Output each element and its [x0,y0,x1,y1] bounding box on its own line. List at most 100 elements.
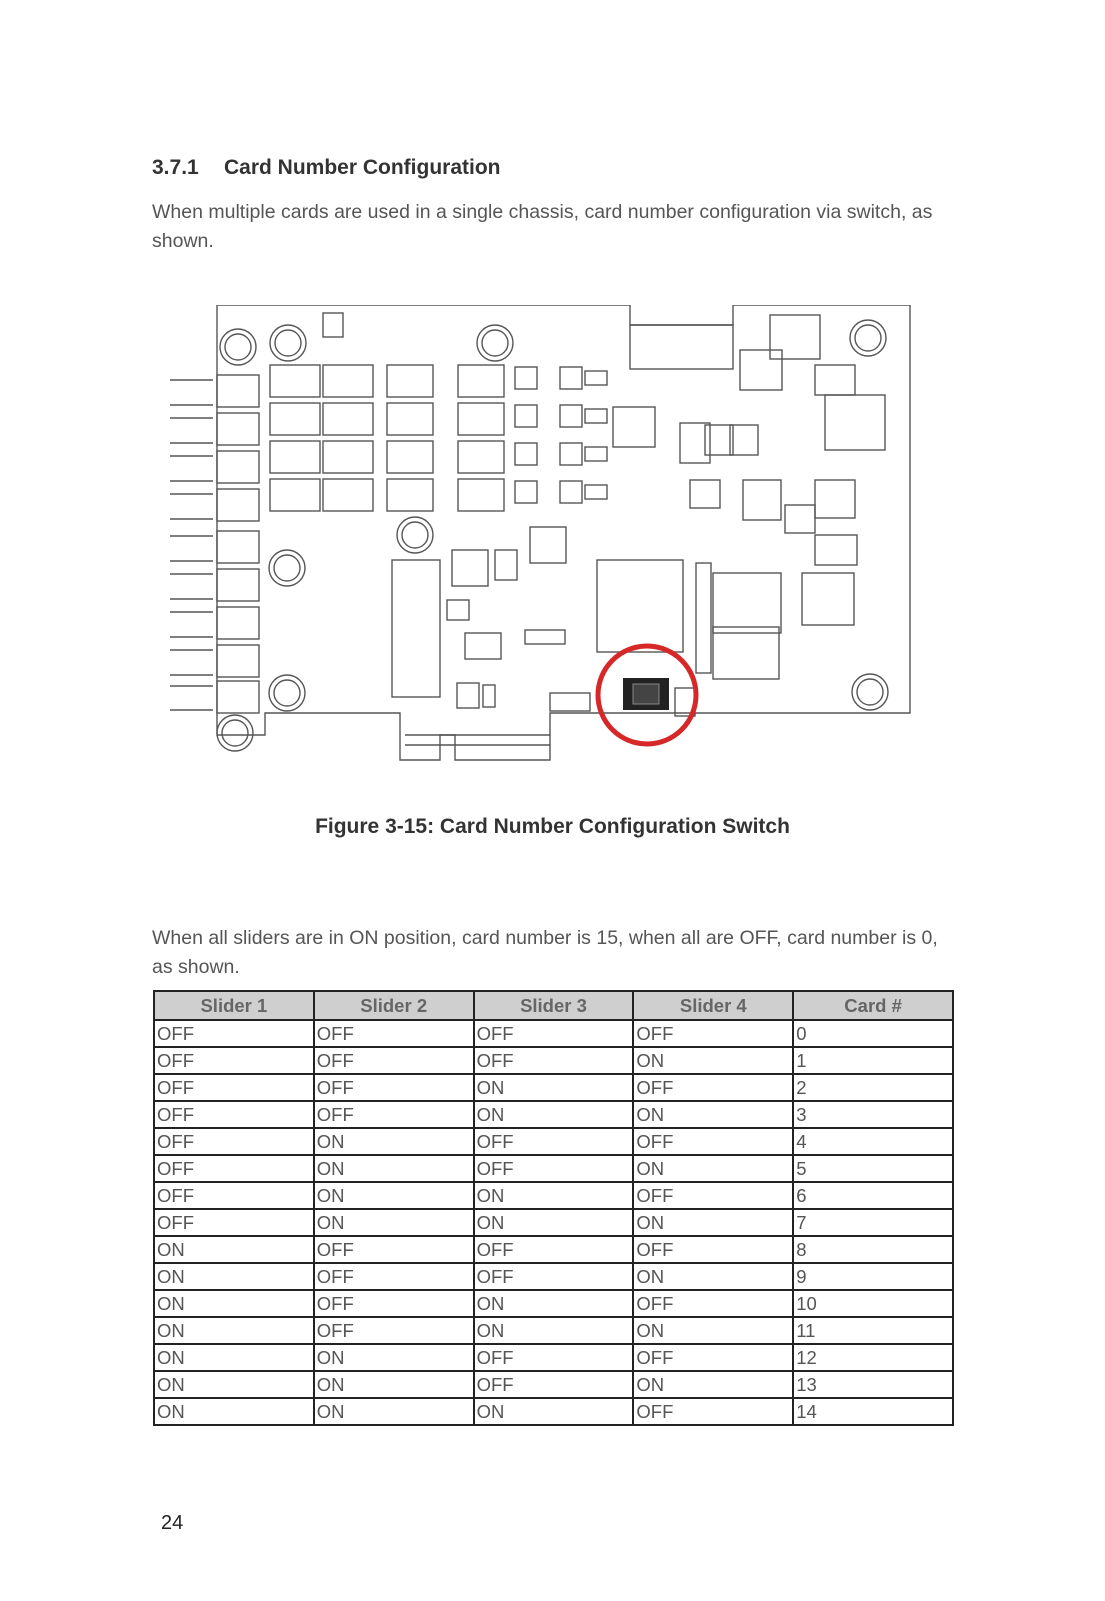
slider-1-cell: OFF [153,1100,315,1129]
slider-2-cell: ON [312,1127,475,1156]
card-number-cell: 11 [792,1316,954,1345]
page-number: 24 [161,1512,184,1534]
header-slider-4: Slider 4 [632,990,795,1021]
header-slider-1: Slider 1 [153,990,315,1021]
slider-2-cell: OFF [312,1235,475,1264]
slider-3-cell: OFF [472,1154,635,1183]
table-header-row: Slider 1 Slider 2 Slider 3 Slider 4 Card… [153,990,954,1021]
slider-2-cell: OFF [312,1046,475,1075]
slider-3-cell: OFF [472,1127,635,1156]
slider-3-cell: OFF [472,1019,635,1048]
card-number-cell: 4 [792,1127,954,1156]
slider-3-cell: OFF [472,1370,635,1399]
section-heading: 3.7.1 Card Number Configuration [152,156,501,180]
slider-2-cell: OFF [312,1289,475,1318]
slider-2-cell: ON [312,1181,475,1210]
card-number-cell: 9 [792,1262,954,1291]
slider-2-cell: OFF [312,1100,475,1129]
slider-3-cell: ON [472,1100,635,1129]
slider-1-cell: ON [153,1397,315,1426]
slider-3-cell: ON [472,1316,635,1345]
slider-4-cell: ON [632,1154,795,1183]
slider-1-cell: ON [153,1316,315,1345]
slider-1-cell: OFF [153,1154,315,1183]
slider-2-cell: ON [312,1397,475,1426]
slider-3-cell: ON [472,1181,635,1210]
card-number-cell: 6 [792,1181,954,1210]
slider-4-cell: OFF [632,1019,795,1048]
slider-4-cell: OFF [632,1127,795,1156]
slider-2-cell: ON [312,1208,475,1237]
intro-paragraph: When multiple cards are used in a single… [152,201,933,252]
slider-4-cell: OFF [632,1343,795,1372]
slider-1-cell: OFF [153,1019,315,1048]
header-slider-2: Slider 2 [312,990,475,1021]
card-number-cell: 5 [792,1154,954,1183]
slider-2-cell: ON [312,1154,475,1183]
card-number-cell: 0 [792,1019,954,1048]
slider-1-cell: OFF [153,1127,315,1156]
section-title: Card Number Configuration [224,156,501,179]
card-number-cell: 8 [792,1235,954,1264]
card-number-cell: 12 [792,1343,954,1372]
card-number-table: Slider 1 Slider 2 Slider 3 Slider 4 Card… [153,990,954,1426]
slider-2-cell: ON [312,1343,475,1372]
header-slider-3: Slider 3 [472,990,635,1021]
header-card-number: Card # [792,990,954,1021]
slider-1-cell: ON [153,1289,315,1318]
card-number-cell: 13 [792,1370,954,1399]
slider-4-cell: OFF [632,1289,795,1318]
slider-3-cell: ON [472,1397,635,1426]
slider-3-cell: OFF [472,1262,635,1291]
slider-4-cell: OFF [632,1397,795,1426]
slider-1-cell: OFF [153,1181,315,1210]
slider-1-cell: ON [153,1235,315,1264]
slider-1-cell: ON [153,1343,315,1372]
card-number-cell: 14 [792,1397,954,1426]
slider-2-cell: OFF [312,1262,475,1291]
card-number-cell: 1 [792,1046,954,1075]
slider-1-cell: ON [153,1262,315,1291]
card-number-cell: 10 [792,1289,954,1318]
slider-4-cell: ON [632,1370,795,1399]
slider-2-cell: OFF [312,1073,475,1102]
card-number-cell: 2 [792,1073,954,1102]
slider-1-cell: ON [153,1370,315,1399]
slider-4-cell: ON [632,1046,795,1075]
card-number-cell: 7 [792,1208,954,1237]
slider-3-cell: OFF [472,1235,635,1264]
slider-1-cell: OFF [153,1208,315,1237]
section-number: 3.7.1 [152,156,199,179]
slider-2-cell: ON [312,1370,475,1399]
slider-1-cell: OFF [153,1046,315,1075]
figure-caption: Figure 3-15: Card Number Configuration S… [315,815,790,838]
slider-3-cell: ON [472,1073,635,1102]
slider-4-cell: OFF [632,1235,795,1264]
card-number-cell: 3 [792,1100,954,1129]
slider-4-cell: OFF [632,1181,795,1210]
slider-4-cell: ON [632,1208,795,1237]
slider-1-cell: OFF [153,1073,315,1102]
slider-4-cell: ON [632,1100,795,1129]
slider-3-cell: OFF [472,1046,635,1075]
slider-4-cell: OFF [632,1073,795,1102]
slider-3-cell: OFF [472,1343,635,1372]
switch-highlight-circle [595,643,699,747]
slider-2-cell: OFF [312,1316,475,1345]
slider-4-cell: ON [632,1262,795,1291]
